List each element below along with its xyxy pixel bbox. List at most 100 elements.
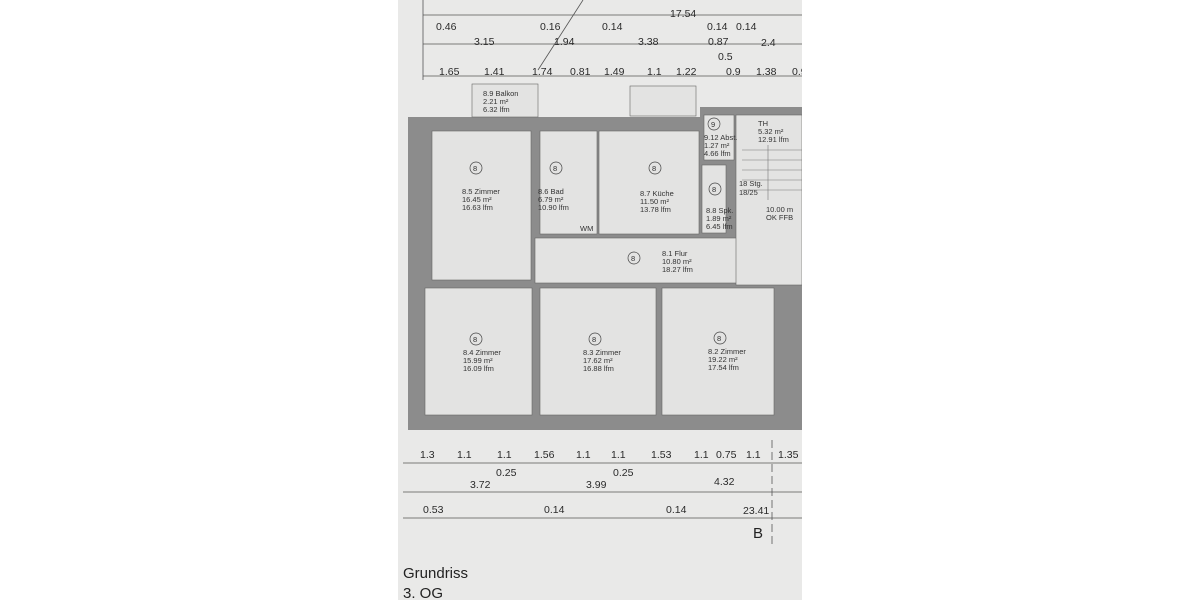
room-name: 8.6 Bad	[538, 187, 564, 196]
room-8-6-label: 8 8.6 Bad 6.79 m² 10.90 lfm WM	[538, 161, 593, 233]
room-marker-number: 8	[717, 334, 721, 343]
dim-label: 0.53	[423, 504, 444, 516]
dim-label: 1.41	[484, 66, 505, 78]
dim-label: 0.81	[570, 66, 591, 78]
dim-label: 1.94	[554, 36, 575, 48]
room-name: 8.9 Balkon	[483, 89, 518, 98]
room-8-1-label: 8 8.1 Flur 10.80 m² 18.27 lfm	[627, 249, 693, 274]
dim-label: 0.14	[602, 21, 623, 33]
room-8-3	[539, 287, 657, 416]
level-reference: OK FFB	[766, 213, 793, 222]
top-dimensions: 17.54 0.46 0.16 0.14 0.14 0.14 3.15 1.94…	[436, 8, 802, 78]
dim-label: 1.3	[420, 449, 435, 461]
stairwell-label: TH 5.32 m² 12.91 lfm 18 Stg. 18/25 10.00…	[739, 119, 793, 222]
room-name: 8.7 Küche	[640, 189, 674, 198]
room-name: 9.12 Abst.	[704, 133, 737, 142]
room-perimeter: 4.66 lfm	[704, 149, 731, 158]
room-perimeter: 16.09 lfm	[463, 364, 494, 373]
dim-label: 1.35	[778, 449, 799, 461]
room-marker-number: 8	[631, 254, 635, 263]
room-8-6	[539, 130, 598, 235]
room-marker-number: 8	[473, 164, 477, 173]
dim-label: 0.9	[726, 66, 741, 78]
washing-machine-label: WM	[580, 224, 593, 233]
room-name: 8.1 Flur	[662, 249, 688, 258]
room-marker	[707, 117, 721, 131]
room-name: 8.2 Zimmer	[708, 347, 746, 356]
room-marker-number: 9	[711, 120, 715, 129]
room-8-7	[598, 130, 700, 235]
room-8-2	[661, 287, 775, 416]
room-perimeter: 10.90 lfm	[538, 203, 569, 212]
dim-label: 0.25	[613, 467, 634, 479]
room-perimeter: 6.45 lfm	[706, 222, 733, 231]
dim-label: 0.9	[792, 66, 802, 78]
room-area: 6.79 m²	[538, 195, 564, 204]
dim-label: 0.87	[708, 36, 729, 48]
stair-perimeter: 12.91 lfm	[758, 135, 789, 144]
room-8-8	[701, 164, 727, 234]
room-8-4-label: 8 8.4 Zimmer 15.99 m² 16.09 lfm	[463, 332, 501, 373]
room-8-5	[431, 130, 532, 281]
stair-steps	[742, 145, 802, 200]
section-marker: B	[753, 525, 763, 542]
room-perimeter: 6.32 lfm	[483, 105, 510, 114]
dim-label: 0.14	[666, 504, 687, 516]
bottom-dimensions: 1.3 1.1 1.1 1.56 1.1 1.1 1.53 1.1 0.75 1…	[420, 449, 799, 542]
room-area: 16.45 m²	[462, 195, 492, 204]
room-marker	[627, 251, 641, 265]
room-8-2-label: 8 8.2 Zimmer 19.22 m² 17.54 lfm	[708, 331, 746, 372]
dim-total-bottom: 23.41	[743, 505, 769, 517]
stair-name: TH	[758, 119, 768, 128]
balcony-label: 8.9 Balkon 2.21 m² 6.32 lfm	[483, 89, 518, 114]
dimension-lines	[403, 0, 802, 545]
room-area: 11.50 m²	[640, 197, 670, 206]
room-area: 10.80 m²	[662, 257, 692, 266]
room-marker-number: 8	[712, 185, 716, 194]
room-8-3-label: 8 8.3 Zimmer 17.62 m² 16.88 lfm	[583, 332, 621, 373]
plan-title: Grundriss	[403, 565, 468, 582]
dim-label: 3.38	[638, 36, 659, 48]
room-8-7-label: 8 8.7 Küche 11.50 m² 13.78 lfm	[640, 161, 674, 214]
room-marker	[469, 161, 483, 175]
dim-label: 0.46	[436, 21, 457, 33]
room-8-8-label: 8 8.8 Spk. 1.89 m² 6.45 lfm	[706, 182, 734, 231]
balcony-2	[629, 85, 697, 117]
room-marker-number: 8	[592, 335, 596, 344]
dim-label: 1.1	[611, 449, 626, 461]
dim-label: 0.14	[544, 504, 565, 516]
room-marker	[549, 161, 563, 175]
level-height: 10.00 m	[766, 205, 793, 214]
room-perimeter: 18.27 lfm	[662, 265, 693, 274]
dim-label: 1.1	[746, 449, 761, 461]
room-name: 8.8 Spk.	[706, 206, 734, 215]
dim-label: 0.14	[736, 21, 757, 33]
dim-label: 0.14	[707, 21, 728, 33]
dim-label: 0.5	[718, 51, 733, 63]
room-marker	[648, 161, 662, 175]
stair-ratio: 18/25	[739, 188, 758, 197]
dim-label: 1.38	[756, 66, 777, 78]
room-perimeter: 17.54 lfm	[708, 363, 739, 372]
dim-label: 1.49	[604, 66, 625, 78]
room-8-5-label: 8 8.5 Zimmer 16.45 m² 16.63 lfm	[462, 161, 500, 212]
dim-label: 3.99	[586, 479, 607, 491]
stair-area: 5.32 m²	[758, 127, 784, 136]
dim-label: 4.32	[714, 476, 735, 488]
room-area: 1.27 m²	[704, 141, 730, 150]
room-marker	[713, 331, 727, 345]
room-area: 15.99 m²	[463, 356, 493, 365]
dim-label: 0.75	[716, 449, 737, 461]
dim-label: 1.74	[532, 66, 553, 78]
stair-steps: 18 Stg.	[739, 179, 763, 188]
dim-label: 0.16	[540, 21, 561, 33]
room-name: 8.5 Zimmer	[462, 187, 500, 196]
dim-label: 3.15	[474, 36, 495, 48]
room-8-4	[424, 287, 533, 416]
room-9-12-label: 9 9.12 Abst. 1.27 m² 4.66 lfm	[704, 117, 737, 158]
dim-label: 1.53	[651, 449, 672, 461]
dim-label: 1.1	[457, 449, 472, 461]
building-outline	[408, 83, 802, 430]
room-marker	[588, 332, 602, 346]
dim-label: 1.65	[439, 66, 460, 78]
